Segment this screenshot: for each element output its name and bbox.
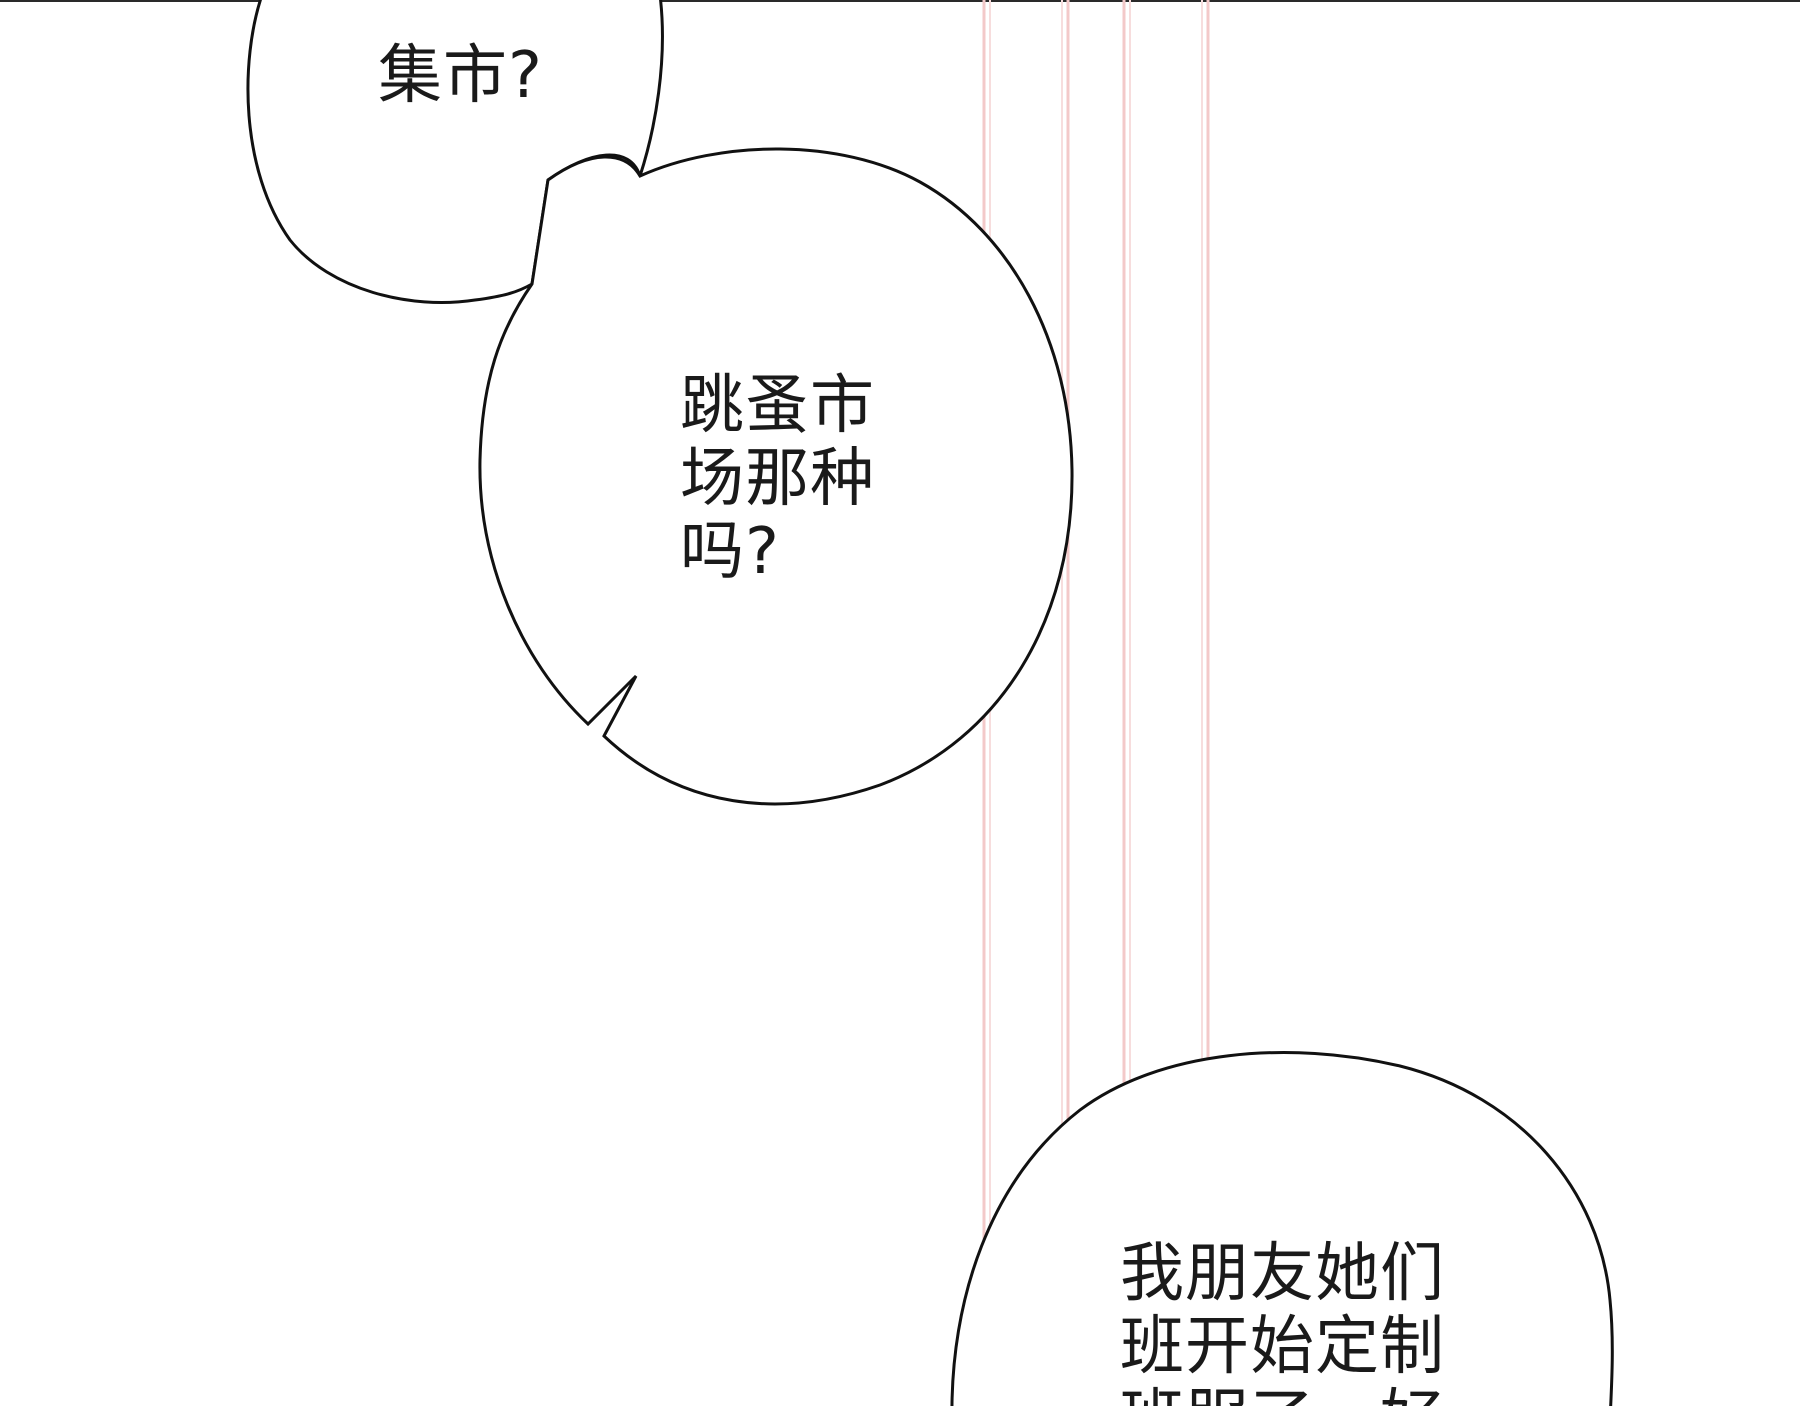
bubble-2-text: 跳蚤市 场那种 吗? [680,369,875,589]
bubble-3-text: 我朋友她们 班开始定制 班服了，好 [1120,1237,1445,1406]
speech-bubble-2 [478,147,1074,806]
bubble-1-text: 集市? [378,39,543,113]
panel-top-border [0,0,1800,2]
pink-line-4 [1124,0,1210,1202]
speech-bubble-1 [246,0,664,304]
speech-bubble-3 [950,1051,1614,1406]
